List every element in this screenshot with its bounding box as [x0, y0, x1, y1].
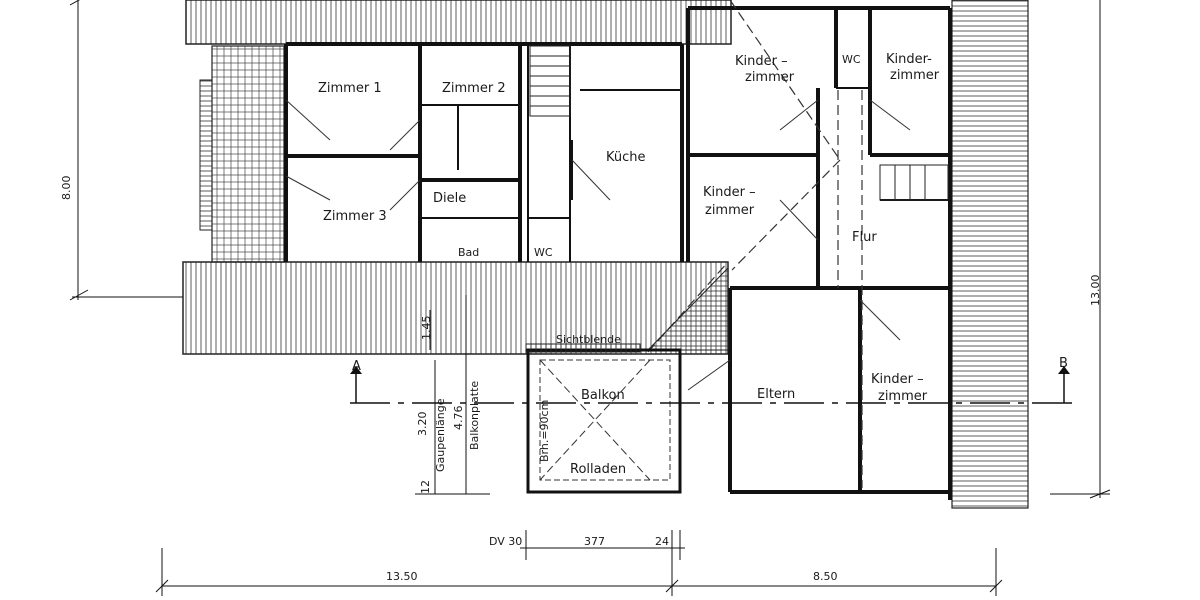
room-kinderzimmer-bot-line2: zimmer — [878, 389, 928, 404]
dimension-377: 377 — [584, 535, 605, 548]
section-arrow-b — [1058, 366, 1070, 374]
room-wc-right: WC — [842, 53, 861, 66]
room-kinderzimmer-top-b-line2: zimmer — [890, 68, 940, 83]
balcony-cross-2 — [539, 359, 651, 481]
dimension-left-height: 8.00 — [60, 175, 73, 201]
section-arrow-a — [350, 366, 362, 374]
left-grid-section — [211, 45, 285, 263]
room-kinderzimmer-mid-line2: zimmer — [705, 203, 755, 218]
room-flur: Flur — [852, 230, 877, 245]
room-diele: Diele — [433, 191, 467, 206]
room-kinderzimmer-top-a-line2: zimmer — [745, 70, 795, 85]
dimension-dv: DV 30 — [489, 535, 523, 548]
dimension-145: 1.45 — [420, 315, 433, 341]
label-balkonplatte: Balkonplatte — [468, 380, 481, 450]
room-bad: Bad — [458, 246, 480, 259]
room-balkon: Balkon — [581, 388, 625, 403]
section-marker-b: B — [1059, 356, 1068, 371]
label-brh: Brh.=90cm — [538, 399, 551, 462]
room-eltern: Eltern — [757, 387, 796, 402]
roof-top-band — [185, 0, 732, 45]
room-zimmer-1: Zimmer 1 — [318, 81, 382, 96]
room-zimmer-3: Zimmer 3 — [323, 209, 387, 224]
dimension-bottom-left: 13.50 — [386, 570, 418, 583]
room-kueche: Küche — [606, 150, 646, 165]
roof-bottom-band — [182, 261, 729, 355]
dimension-right-height: 13.00 — [1089, 274, 1102, 307]
room-zimmer-2: Zimmer 2 — [442, 81, 506, 96]
dimension-12: 12 — [419, 480, 432, 494]
balcony-inner — [539, 359, 671, 481]
roof-diagonal — [646, 266, 729, 351]
roof-right-band — [951, 0, 1029, 509]
room-kinderzimmer-top-b-line1: Kinder- — [886, 52, 932, 67]
label-sichtblende: Sichtblende — [556, 333, 621, 346]
staircase — [529, 45, 571, 117]
room-kinderzimmer-top-a-line1: Kinder – — [735, 54, 788, 69]
label-rolladen: Rolladen — [570, 462, 627, 477]
dimension-320: 3.20 — [416, 411, 429, 437]
balcony-cross-1 — [539, 359, 651, 481]
room-wc-left: WC — [534, 246, 553, 259]
label-gaupenlaenge: Gaupenlänge — [434, 398, 447, 472]
sichtblende-strip — [525, 343, 641, 353]
section-marker-a: A — [352, 359, 361, 374]
room-kinderzimmer-bot-line1: Kinder – — [871, 372, 924, 387]
dimension-bottom-right: 8.50 — [813, 570, 838, 583]
dimension-476: 4.76 — [452, 405, 465, 431]
room-kinderzimmer-mid-line1: Kinder – — [703, 185, 756, 200]
stair-right — [879, 164, 949, 201]
left-hatch-strip — [199, 79, 213, 231]
dimension-24: 24 — [655, 535, 669, 548]
